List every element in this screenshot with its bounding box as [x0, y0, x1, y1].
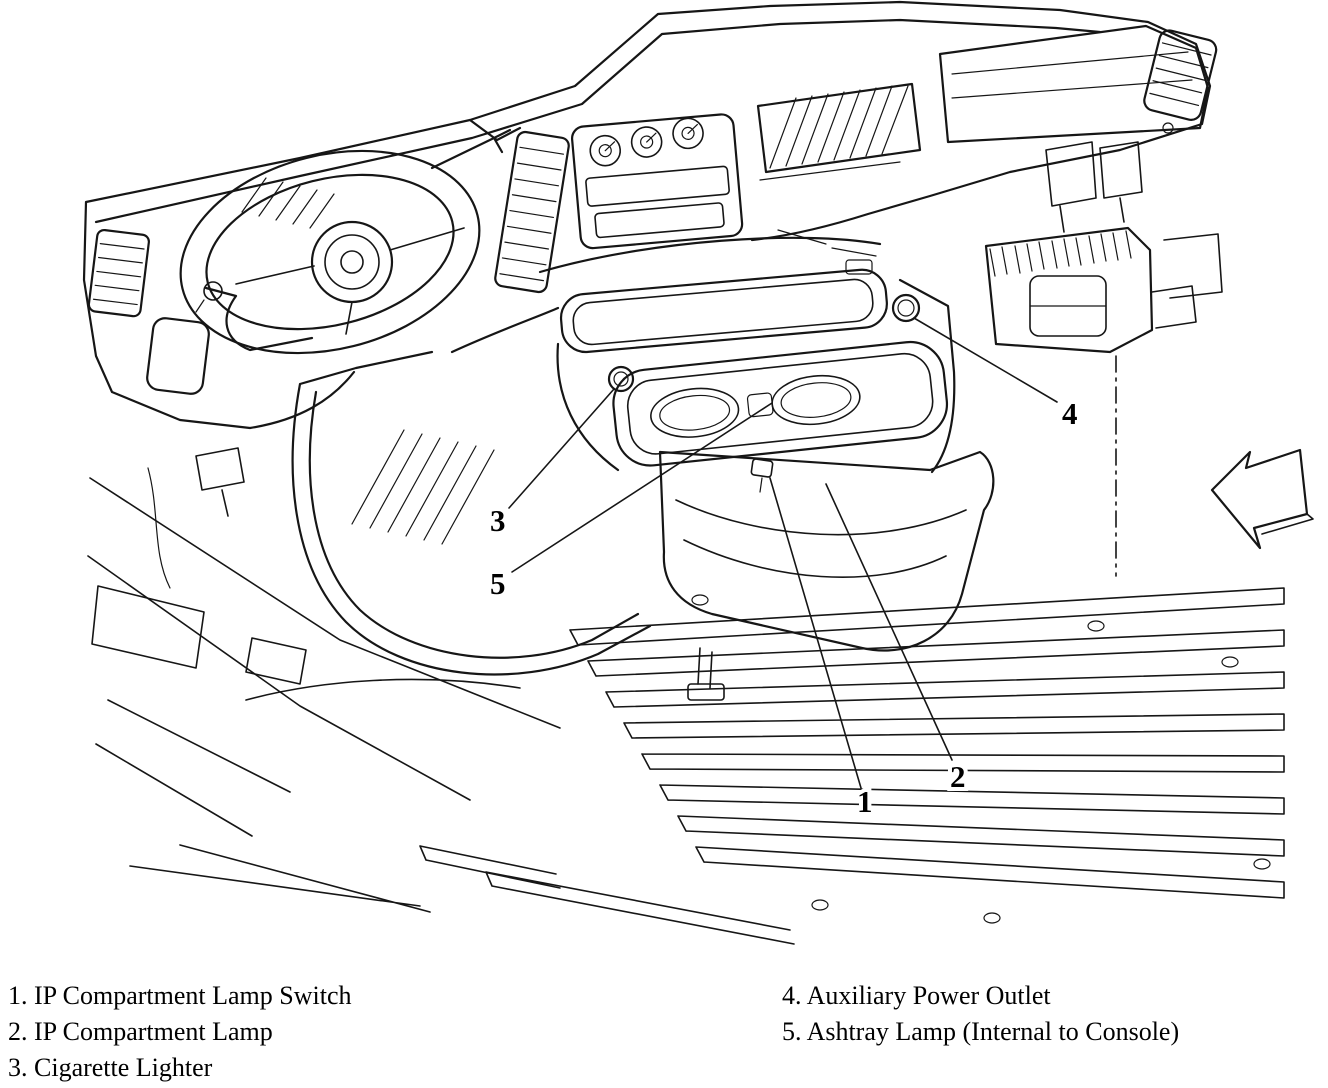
callout-number-2: 2: [950, 759, 966, 794]
steering-column: [204, 286, 314, 352]
callout-2-leader: [825, 483, 953, 761]
right-end-vent: [1143, 29, 1218, 121]
right-air-vent: [756, 82, 922, 174]
floor-hardware: [91, 585, 307, 837]
left-air-vent: [87, 228, 150, 318]
callout-number-3: 3: [490, 503, 506, 538]
horn-pad: [310, 220, 394, 304]
legend-item-2: 2. IP Compartment Lamp: [8, 1017, 273, 1046]
cigarette-lighter-socket: [607, 365, 635, 393]
screw: [1162, 122, 1174, 134]
ip-compartment-opening: [559, 268, 888, 354]
center-air-vent: [494, 130, 570, 294]
right-storage-tray: [984, 226, 1223, 577]
glare-hatching: [241, 177, 335, 229]
floor-ribs: [569, 587, 1285, 899]
floor-seams: [87, 477, 561, 913]
callout-number-5: 5: [490, 566, 506, 601]
dash-support-brackets: [1045, 141, 1143, 233]
dashboard-outline: [82, 0, 1212, 430]
legend-item-4: 4. Auxiliary Power Outlet: [782, 981, 1051, 1010]
callout-3-leader: [508, 388, 615, 509]
turn-signal-stalk: [430, 128, 512, 170]
floor-bolt-holes: [691, 594, 1271, 924]
center-console: [450, 236, 995, 701]
sill-hatching: [351, 429, 495, 545]
auxiliary-power-outlet-socket: [891, 293, 921, 323]
callouts: 3 5 4 1 2: [486, 317, 1082, 823]
ip-compartment-lamp-switch: [750, 458, 774, 493]
callout-5-leader: [511, 402, 773, 573]
cup-holder-tray: [612, 340, 949, 467]
ignition-switch: [203, 281, 223, 301]
cup-holder: [771, 374, 861, 426]
ashtray-bin: [658, 450, 995, 701]
callout-1-leader: [769, 477, 862, 789]
legend-column-left: 1. IP Compartment Lamp Switch 2. IP Comp…: [8, 978, 352, 1086]
left-lower-pocket: [146, 317, 210, 395]
climate-control-panel: [570, 113, 744, 250]
cup-holder: [650, 387, 740, 438]
legend-column-right: 4. Auxiliary Power Outlet 5. Ashtray Lam…: [782, 978, 1179, 1050]
legend-item-5: 5. Ashtray Lamp (Internal to Console): [782, 1017, 1180, 1046]
callout-number-4: 4: [1062, 396, 1078, 431]
climate-knob: [672, 117, 704, 150]
callout-4-leader: [913, 317, 1058, 403]
callout-number-1: 1: [857, 784, 873, 819]
tray-hatching: [989, 230, 1132, 277]
floor-panels: [87, 477, 1285, 945]
climate-knob: [630, 126, 663, 158]
upper-dash-panel: [938, 24, 1218, 144]
climate-knob: [589, 134, 622, 167]
direction-arrow: [1210, 448, 1314, 550]
legend-item-3: 3. Cigarette Lighter: [8, 1053, 213, 1082]
door-sill: [147, 350, 652, 676]
steering-wheel: [179, 128, 512, 355]
legend-item-1: 1. IP Compartment Lamp Switch: [8, 981, 352, 1010]
radio-face: [585, 165, 730, 207]
floor-ribs-front: [419, 845, 795, 945]
